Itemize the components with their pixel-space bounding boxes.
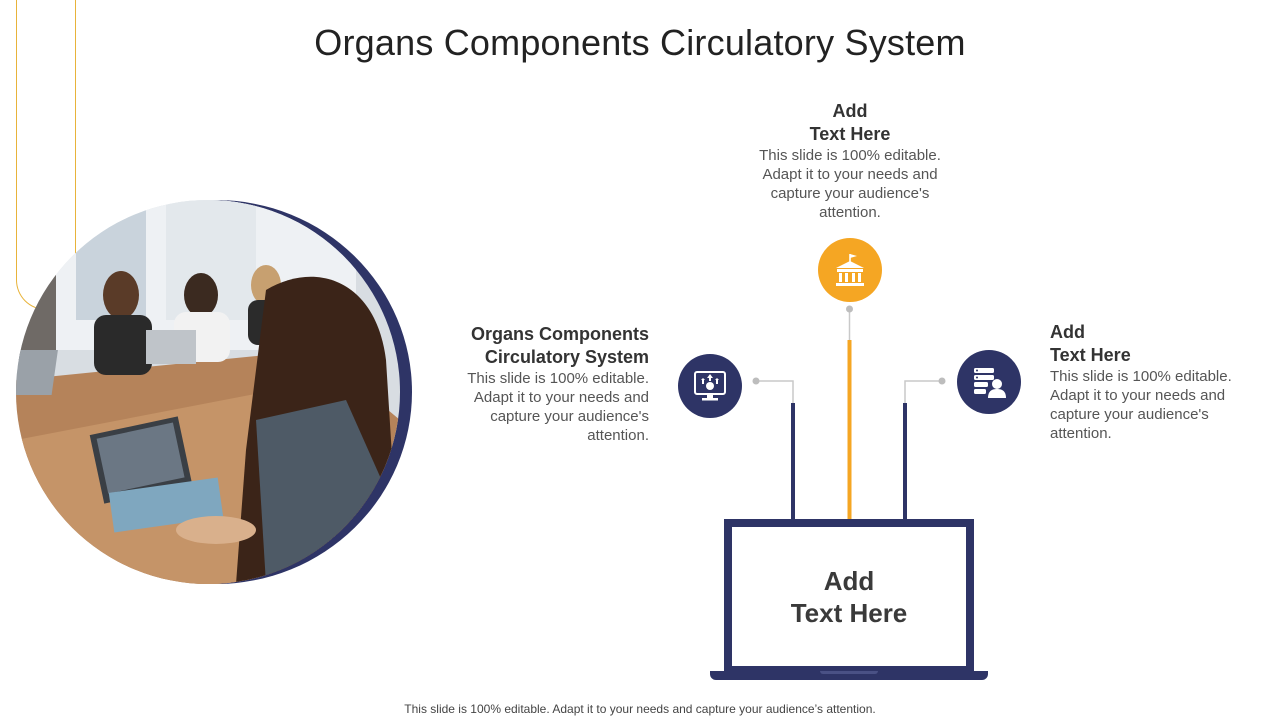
laptop-screen: Add Text Here [724,519,974,671]
top-block-text: This slide is 100% editable. Adapt it to… [759,147,941,221]
right-block-text: This slide is 100% editable. Adapt it to… [1050,368,1232,442]
laptop-notch [820,671,878,674]
right-text-block: Add Text Here This slide is 100% editabl… [1050,321,1250,443]
left-block-text: This slide is 100% editable. Adapt it to… [467,370,649,444]
server-user-icon [957,350,1021,414]
top-connector-dot [846,305,853,313]
top-block-title: Add Text Here [809,101,891,144]
bank-building-icon [818,238,882,302]
slide-title: Organs Components Circulatory System [314,22,966,63]
right-block-title: Add Text Here [1050,322,1131,365]
right-connector-thin [904,380,942,405]
laptop-base [710,671,988,680]
laptop-display: Add Text Here [732,527,966,666]
monitor-dollar-icon [678,354,742,418]
left-text-block: Organs Components Circulatory System Thi… [440,323,649,445]
right-connector-dot [938,377,946,385]
laptop-text: Add Text Here [790,565,908,628]
slide-footer: This slide is 100% editable. Adapt it to… [404,702,876,716]
left-connector-dot [752,377,760,385]
left-connector-thin [756,380,794,405]
left-block-title: Organs Components Circulatory System [470,324,649,367]
top-text-block: Add Text Here This slide is 100% editabl… [755,100,945,222]
